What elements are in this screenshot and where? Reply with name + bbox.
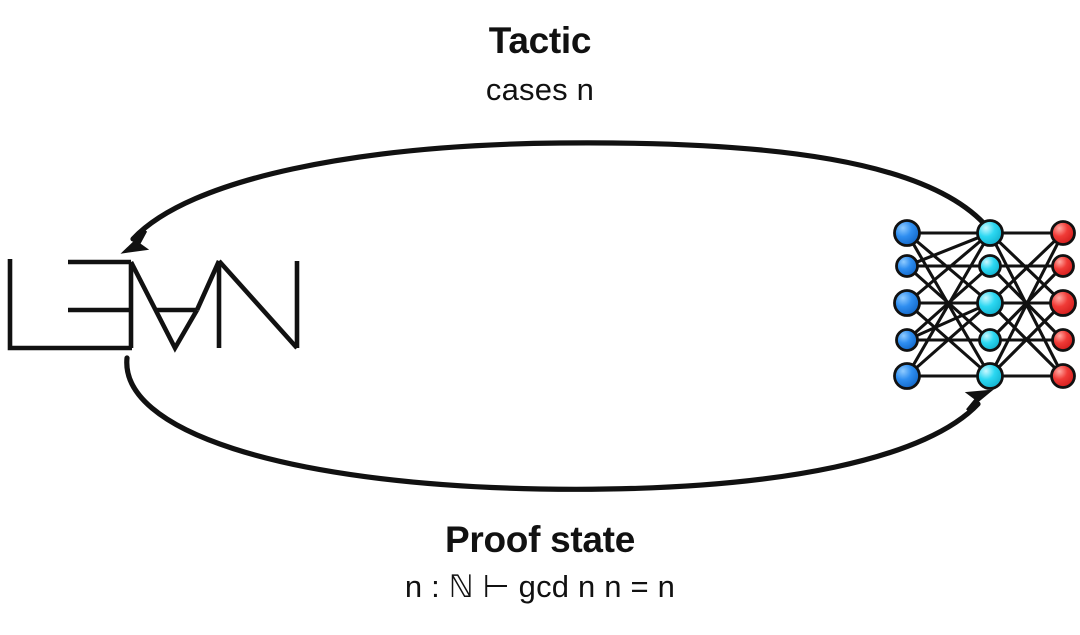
nn-node-input-1 <box>893 219 921 247</box>
proof-state-arrow <box>124 355 994 492</box>
tactic-label-title: Tactic <box>488 20 592 61</box>
nn-input-layer <box>893 219 921 390</box>
proof-state-label-title: Proof state <box>445 519 635 560</box>
lean-logo-letter-l <box>7 259 132 351</box>
lean-logo-letter-n-diagonal <box>217 259 299 350</box>
nn-node-output-3 <box>1049 289 1077 317</box>
nn-node-hidden-2 <box>978 254 1002 278</box>
tactic-arrow <box>120 140 991 254</box>
lean-logo-letter-a-right <box>194 260 222 311</box>
tactic-arrow-curve <box>130 140 991 242</box>
nn-node-input-2 <box>895 254 919 278</box>
nn-node-output-2 <box>1051 254 1075 278</box>
nn-hidden-layer <box>976 219 1004 390</box>
nn-node-hidden-1 <box>976 219 1004 247</box>
nn-edges-hidden-output <box>988 231 1065 378</box>
lean-logo <box>7 259 300 353</box>
proof-state-arrow-head <box>964 389 994 411</box>
nn-node-output-4 <box>1051 328 1075 352</box>
nn-node-hidden-3 <box>976 289 1004 317</box>
nn-node-input-3 <box>893 289 921 317</box>
nn-node-output-5 <box>1050 363 1076 389</box>
neural-network <box>893 219 1077 390</box>
proof-state-label-subtitle: n : ℕ ⊢ gcd n n = n <box>404 569 676 604</box>
tactic-label-subtitle: cases n <box>485 72 595 107</box>
lean-logo-letter-a-legs <box>128 260 199 353</box>
nn-output-layer <box>1049 220 1077 389</box>
nn-node-hidden-4 <box>978 328 1002 352</box>
nn-node-hidden-5 <box>976 362 1004 390</box>
proof-state-arrow-curve <box>124 355 981 492</box>
nn-node-input-5 <box>893 362 921 390</box>
tactic-arrow-head <box>120 230 150 254</box>
nn-node-output-1 <box>1050 220 1076 246</box>
nn-node-input-4 <box>895 328 919 352</box>
